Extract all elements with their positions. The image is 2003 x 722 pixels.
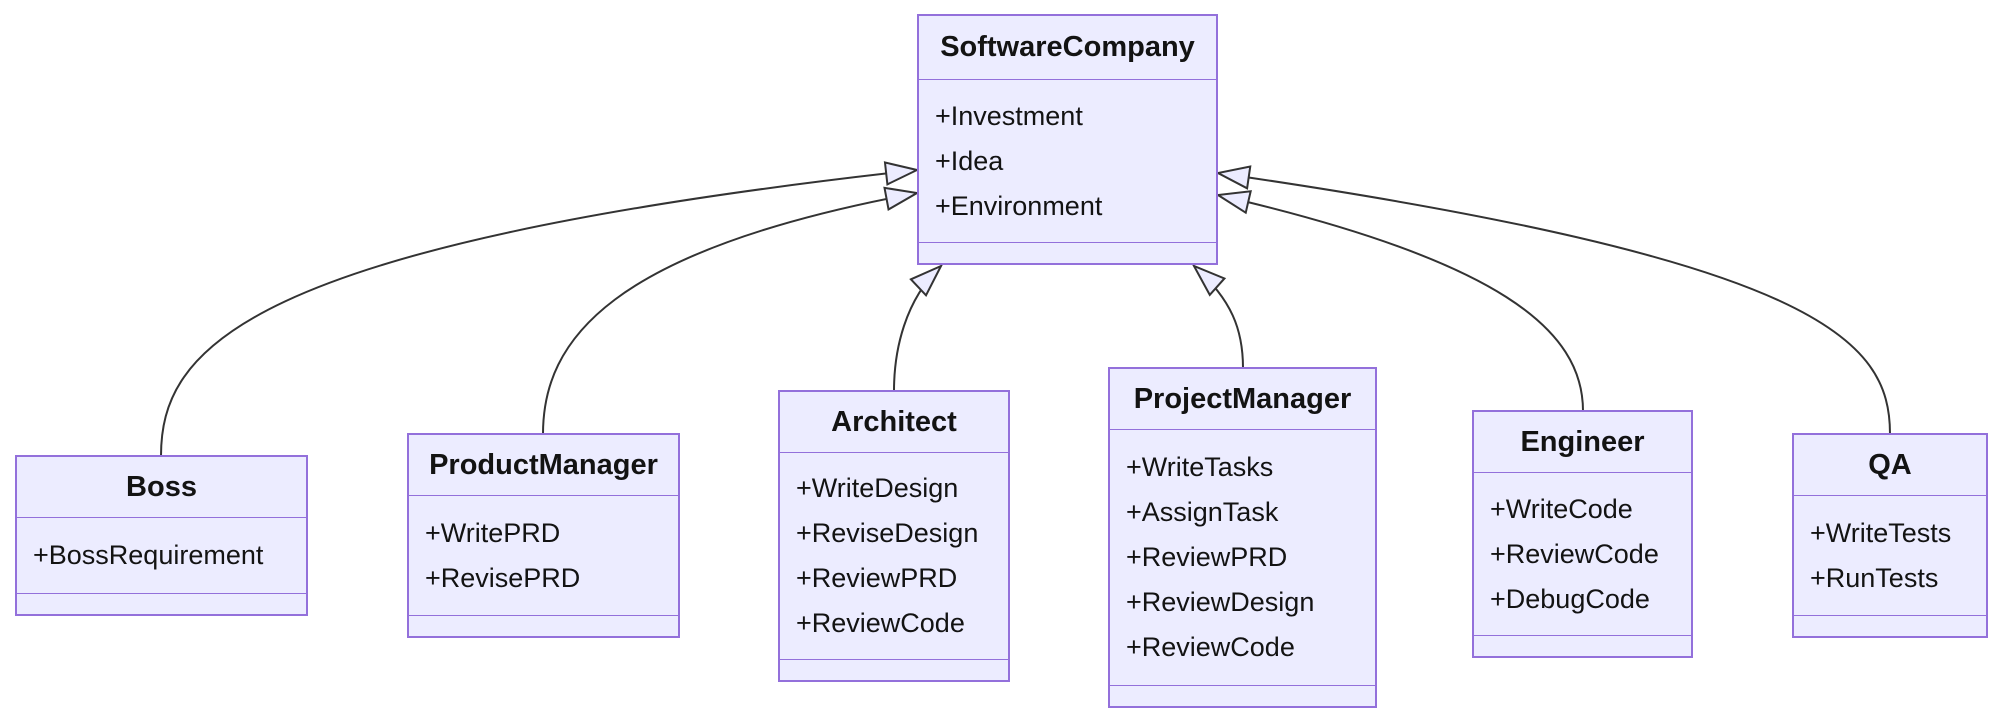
class-title: Boss bbox=[17, 457, 306, 518]
class-member: +WritePRD bbox=[425, 517, 561, 548]
class-members-compartment: +Investment +Idea +Environment bbox=[919, 80, 1216, 242]
class-methods-empty-compartment bbox=[409, 615, 678, 636]
class-member: +Investment bbox=[935, 100, 1083, 131]
class-methods-empty-compartment bbox=[1474, 635, 1691, 656]
class-member: +WriteTasks bbox=[1126, 452, 1274, 482]
inheritance-edge-qa-to-softwarecompany bbox=[1215, 165, 1891, 435]
class-members-compartment: +BossRequirement bbox=[17, 518, 306, 593]
class-member: +WriteCode bbox=[1490, 493, 1633, 524]
class-title: Engineer bbox=[1474, 412, 1691, 473]
class-member: +ReviseDesign bbox=[796, 518, 979, 548]
inheritance-edge-engineer-to-softwarecompany bbox=[1215, 190, 1584, 412]
class-methods-empty-compartment bbox=[1110, 685, 1375, 706]
inheritance-edge-architect-to-softwarecompany bbox=[893, 263, 944, 392]
class-member: +ReviewCode bbox=[1126, 632, 1295, 662]
class-member: +Idea bbox=[935, 145, 1004, 176]
class-methods-empty-compartment bbox=[919, 242, 1216, 263]
class-members-compartment: +WritePRD +RevisePRD bbox=[409, 496, 678, 615]
class-methods-empty-compartment bbox=[1794, 615, 1986, 636]
class-member: +AssignTask bbox=[1126, 497, 1279, 527]
class-member: +BossRequirement bbox=[33, 540, 264, 570]
class-title: QA bbox=[1794, 435, 1986, 496]
class-title: ProductManager bbox=[409, 435, 678, 496]
class-node-projectmanager: ProjectManager +WriteTasks +AssignTask +Rev… bbox=[1108, 367, 1377, 708]
class-members-compartment: +WriteTasks +AssignTask +ReviewPRD +ReviewD… bbox=[1110, 430, 1375, 685]
inheritance-edge-projectmanager-to-softwarecompany bbox=[1191, 264, 1244, 369]
class-node-productmanager: ProductManager +WritePRD +RevisePRD bbox=[407, 433, 680, 638]
class-member: +RevisePRD bbox=[425, 562, 581, 593]
class-members-compartment: +WriteCode +ReviewCode +DebugCode bbox=[1474, 473, 1691, 635]
class-member: +ReviewCode bbox=[796, 608, 965, 638]
class-methods-empty-compartment bbox=[780, 659, 1008, 680]
class-member: +Environment bbox=[935, 190, 1103, 221]
class-member: +ReviewPRD bbox=[1126, 542, 1288, 572]
class-node-qa: QA +WriteTests +RunTests bbox=[1792, 433, 1988, 638]
class-node-architect: Architect +WriteDesign +ReviseDesign +Revie… bbox=[778, 390, 1010, 682]
inheritance-edge-boss-to-softwarecompany bbox=[160, 161, 920, 457]
class-methods-empty-compartment bbox=[17, 593, 306, 614]
class-member: +ReviewDesign bbox=[1126, 587, 1315, 617]
class-members-compartment: +WriteDesign +ReviseDesign +ReviewPRD +Revi… bbox=[780, 453, 1008, 659]
class-node-engineer: Engineer +WriteCode +ReviewCode +DebugCode bbox=[1472, 410, 1693, 658]
inheritance-edge-productmanager-to-softwarecompany bbox=[542, 186, 920, 435]
class-member: +DebugCode bbox=[1490, 583, 1650, 614]
class-title: ProjectManager bbox=[1110, 369, 1375, 430]
class-member: +WriteDesign bbox=[796, 473, 959, 503]
class-title: SoftwareCompany bbox=[919, 16, 1216, 80]
class-node-boss: Boss +BossRequirement bbox=[15, 455, 308, 616]
class-member: +ReviewPRD bbox=[796, 563, 958, 593]
class-member: +WriteTests bbox=[1810, 517, 1952, 548]
class-node-softwarecompany: SoftwareCompany +Investment +Idea +Environm… bbox=[917, 14, 1218, 265]
class-member: +ReviewCode bbox=[1490, 538, 1659, 569]
class-member: +RunTests bbox=[1810, 562, 1939, 593]
class-members-compartment: +WriteTests +RunTests bbox=[1794, 496, 1986, 615]
class-title: Architect bbox=[780, 392, 1008, 453]
